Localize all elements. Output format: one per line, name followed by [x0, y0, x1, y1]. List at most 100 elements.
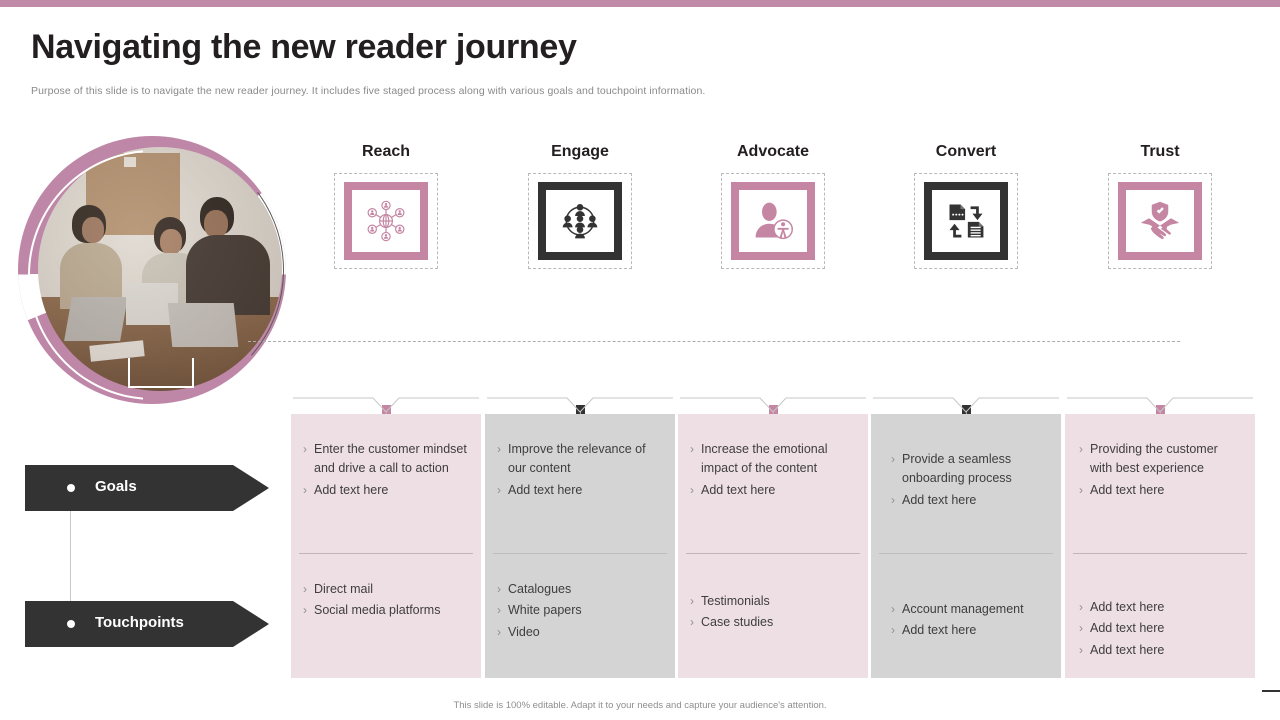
list-item: ›Add text here: [690, 481, 856, 500]
footer-note: This slide is 100% editable. Adapt it to…: [453, 700, 827, 711]
bullet-chevron-icon: ›: [303, 603, 307, 618]
handshake-shield-icon: [1137, 199, 1183, 243]
panel-convert: ›Provide a seamless onboarding process ›…: [871, 397, 1061, 678]
panel-goals-convert: ›Provide a seamless onboarding process ›…: [871, 414, 1061, 512]
person-advocate-icon: [750, 199, 796, 243]
panel-touchpoints-reach: ›Direct mail ›Social media platforms: [291, 554, 481, 623]
panel-chevron-trust: [1065, 396, 1255, 414]
top-accent-bar: [0, 0, 1280, 7]
list-item: ›Account management: [891, 600, 1049, 619]
stage-title-reach: Reach: [361, 143, 411, 160]
panel-divider-advocate: [686, 553, 860, 554]
stage-title-advocate: Advocate: [736, 143, 810, 160]
team-meeting-photo: [18, 136, 286, 404]
tag-connector-line: [70, 492, 71, 625]
panel-chevron-engage: [485, 396, 675, 414]
list-item: ›Add text here: [303, 481, 469, 500]
stage-reach[interactable]: Reach: [291, 143, 481, 491]
panel-divider-trust: [1073, 553, 1247, 554]
panel-chevron-reach: [291, 396, 481, 414]
stage-node-small-engage: [576, 405, 585, 414]
panel-body-engage: ›Improve the relevance of our content ›A…: [485, 414, 675, 678]
list-item: ›Enter the customer mindset and drive a …: [303, 440, 469, 479]
goals-tag-label: Goals: [95, 478, 137, 495]
panel-chevron-advocate: [678, 396, 868, 414]
bullet-chevron-icon: ›: [303, 442, 307, 456]
panel-goals-reach: ›Enter the customer mindset and drive a …: [291, 414, 481, 502]
stage-node-small-advocate: [769, 405, 778, 414]
panel-chevron-convert: [871, 396, 1061, 414]
list-item: ›Providing the customer with best experi…: [1079, 440, 1243, 479]
stage-engage[interactable]: Engage: [485, 143, 675, 491]
goals-tag-shape: [25, 465, 269, 511]
icon-dash-reach: [334, 173, 438, 269]
bullet-chevron-icon: ›: [497, 582, 501, 596]
bullet-chevron-icon: ›: [1079, 600, 1083, 614]
touchpoints-tag-shape: [25, 601, 269, 647]
list-item: ›Increase the emotional impact of the co…: [690, 440, 856, 479]
bullet-chevron-icon: ›: [497, 624, 501, 639]
panel-touchpoints-engage: ›Catalogues ›White papers ›Video: [485, 554, 675, 644]
bullet-chevron-icon: ›: [690, 615, 694, 630]
bullet-chevron-icon: ›: [1079, 482, 1083, 497]
icon-frame-engage: [538, 182, 622, 260]
photo-white-box: [128, 358, 194, 388]
stage-advocate[interactable]: Advocate: [678, 143, 868, 491]
list-item: ›Video: [497, 623, 663, 642]
bullet-chevron-icon: ›: [891, 452, 895, 466]
panel-divider-convert: [879, 553, 1053, 554]
panel-touchpoints-trust: ›Add text here ›Add text here ›Add text …: [1065, 572, 1255, 662]
panel-engage: ›Improve the relevance of our content ›A…: [485, 397, 675, 678]
list-item: ›Social media platforms: [303, 601, 469, 620]
stage-node-small-trust: [1156, 405, 1165, 414]
panel-body-convert: ›Provide a seamless onboarding process ›…: [871, 414, 1061, 678]
panel-touchpoints-convert: ›Account management ›Add text here: [871, 574, 1061, 643]
panel-advocate: ›Increase the emotional impact of the co…: [678, 397, 868, 678]
panel-touchpoints-advocate: ›Testimonials ›Case studies: [678, 566, 868, 635]
icon-dash-trust: [1108, 173, 1212, 269]
list-item: ›White papers: [497, 601, 663, 620]
bullet-chevron-icon: ›: [690, 594, 694, 608]
icon-frame-trust: [1118, 182, 1202, 260]
bullet-chevron-icon: ›: [497, 442, 501, 456]
icon-dash-engage: [528, 173, 632, 269]
panel-body-trust: ›Providing the customer with best experi…: [1065, 414, 1255, 678]
document-convert-icon: [943, 199, 989, 243]
panel-goals-trust: ›Providing the customer with best experi…: [1065, 414, 1255, 502]
list-item: ›Add text here: [891, 621, 1049, 640]
list-item: ›Improve the relevance of our content: [497, 440, 663, 479]
list-item: ›Add text here: [497, 481, 663, 500]
network-globe-icon: [363, 199, 409, 243]
team-circle-icon: [557, 199, 603, 243]
panel-goals-advocate: ›Increase the emotional impact of the co…: [678, 414, 868, 502]
icon-frame-advocate: [731, 182, 815, 260]
stage-title-trust: Trust: [1140, 143, 1180, 160]
panel-trust: ›Providing the customer with best experi…: [1065, 397, 1255, 678]
stage-node-small-convert: [962, 405, 971, 414]
list-item: ›Add text here: [1079, 641, 1243, 660]
bullet-chevron-icon: ›: [497, 482, 501, 497]
touchpoints-tag-label: Touchpoints: [95, 614, 184, 631]
bullet-chevron-icon: ›: [1079, 621, 1083, 636]
list-item: ›Provide a seamless onboarding process: [891, 450, 1049, 489]
list-item: ›Add text here: [1079, 598, 1243, 617]
bullet-chevron-icon: ›: [497, 603, 501, 618]
stage-trust[interactable]: Trust: [1065, 143, 1255, 491]
bullet-chevron-icon: ›: [891, 623, 895, 638]
panel-divider-reach: [299, 553, 473, 554]
list-item: ›Testimonials: [690, 592, 856, 611]
bullet-chevron-icon: ›: [690, 482, 694, 497]
list-item: ›Add text here: [1079, 619, 1243, 638]
bullet-chevron-icon: ›: [690, 442, 694, 456]
list-item: ›Direct mail: [303, 580, 469, 599]
icon-dash-convert: [914, 173, 1018, 269]
goals-tag-dot: [67, 484, 75, 492]
touchpoints-tag-dot: [67, 620, 75, 628]
stage-node-small-reach: [382, 405, 391, 414]
stage-title-engage: Engage: [551, 143, 609, 160]
bullet-chevron-icon: ›: [891, 602, 895, 616]
panel-body-reach: ›Enter the customer mindset and drive a …: [291, 414, 481, 678]
list-item: ›Add text here: [1079, 481, 1243, 500]
page-title: Navigating the new reader journey: [31, 28, 577, 66]
stage-convert[interactable]: Convert: [871, 143, 1061, 491]
